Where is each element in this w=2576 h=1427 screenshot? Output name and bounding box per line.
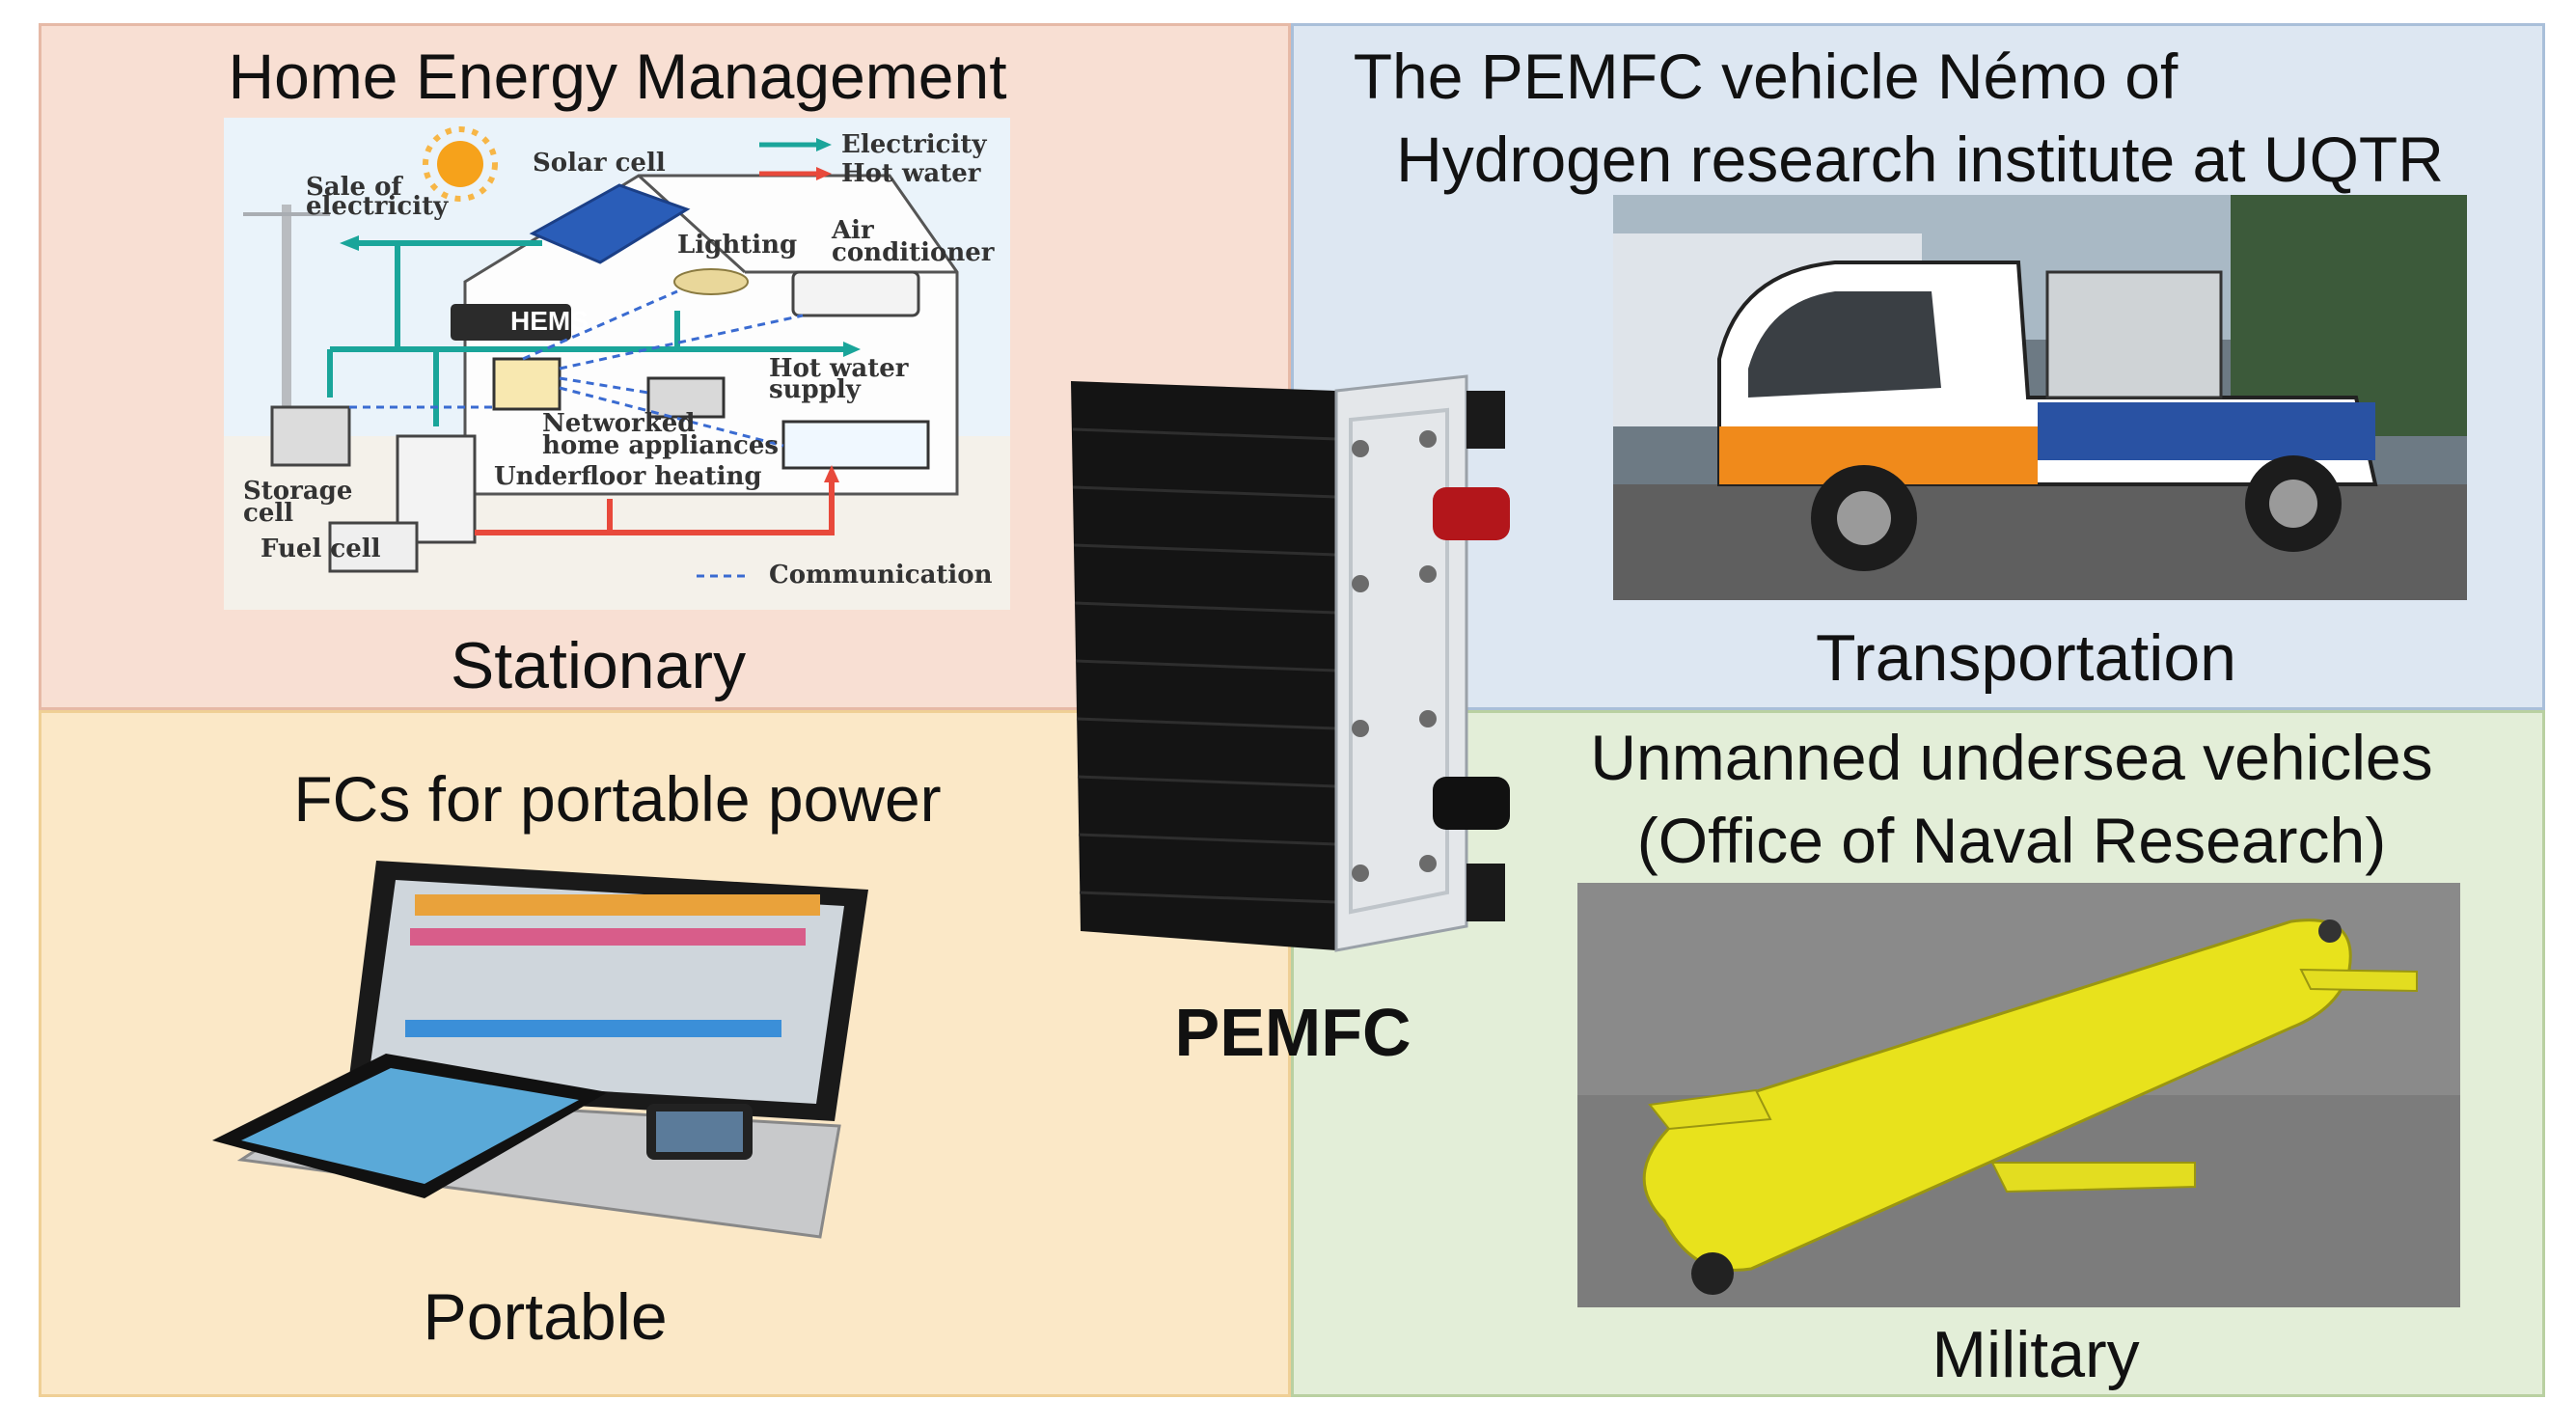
uuv-photo: [1577, 883, 2460, 1307]
label-underfloor: Underfloor heating: [494, 462, 762, 491]
transportation-title-line1: The PEMFC vehicle Némo of: [1353, 41, 2179, 112]
label-fuel-cell: Fuel cell: [260, 535, 381, 563]
stationary-caption: Stationary: [450, 629, 747, 702]
transportation-title-line2: Hydrogen research institute at UQTR: [1396, 123, 2444, 195]
label-hot-water-supply: Hot water: [769, 354, 909, 383]
label-sale: Sale of: [306, 173, 403, 202]
air-conditioner-icon: [791, 270, 920, 317]
label-air: Air: [831, 216, 874, 245]
label-sale-2: electricity: [306, 192, 449, 221]
solar-panel-icon: [529, 183, 691, 264]
transportation-caption: Transportation: [1816, 621, 2236, 695]
portable-devices-photo: [212, 861, 868, 1239]
home-energy-diagram: Solar cell Sale of electricity Electrici…: [224, 118, 1010, 610]
portable-caption: Portable: [423, 1280, 668, 1354]
label-hems: HEMS: [510, 306, 589, 336]
pemfc-stack-image: [1071, 374, 1510, 952]
military-caption: Military: [1932, 1318, 2140, 1391]
sun-icon: [423, 126, 498, 202]
military-title-line2: (Office of Naval Research): [1636, 805, 2387, 876]
app-icons: [405, 894, 820, 1037]
label-air-2: conditioner: [832, 238, 995, 267]
legend-electricity: Electricity: [841, 130, 987, 159]
label-solar-cell: Solar cell: [533, 149, 666, 178]
label-lighting: Lighting: [677, 231, 797, 260]
legend-hot-water: Hot water: [841, 159, 981, 188]
label-networked: Networked: [542, 409, 695, 438]
portable-title: FCs for portable power: [293, 763, 942, 835]
label-hot-water-supply-2: supply: [769, 375, 862, 404]
hot-water-supply-icon: [781, 420, 930, 470]
hems-device-icon: [492, 357, 562, 411]
label-storage-2: cell: [243, 499, 293, 528]
pemfc-label: PEMFC: [1174, 995, 1411, 1070]
pemfc-vehicle-photo: [1613, 195, 2467, 600]
label-networked-2: home appliances: [542, 431, 779, 460]
legend-communication: Communication: [769, 561, 993, 590]
red-connector-icon: [1433, 487, 1510, 540]
military-title-line1: Unmanned undersea vehicles: [1590, 722, 2433, 793]
black-connector-icon: [1433, 777, 1510, 830]
networked-appliance-icon: [646, 376, 726, 419]
stationary-title: Home Energy Management: [228, 41, 1007, 112]
label-storage: Storage: [243, 477, 352, 506]
lighting-icon: [673, 268, 749, 295]
storage-cell-icon: [270, 405, 351, 467]
